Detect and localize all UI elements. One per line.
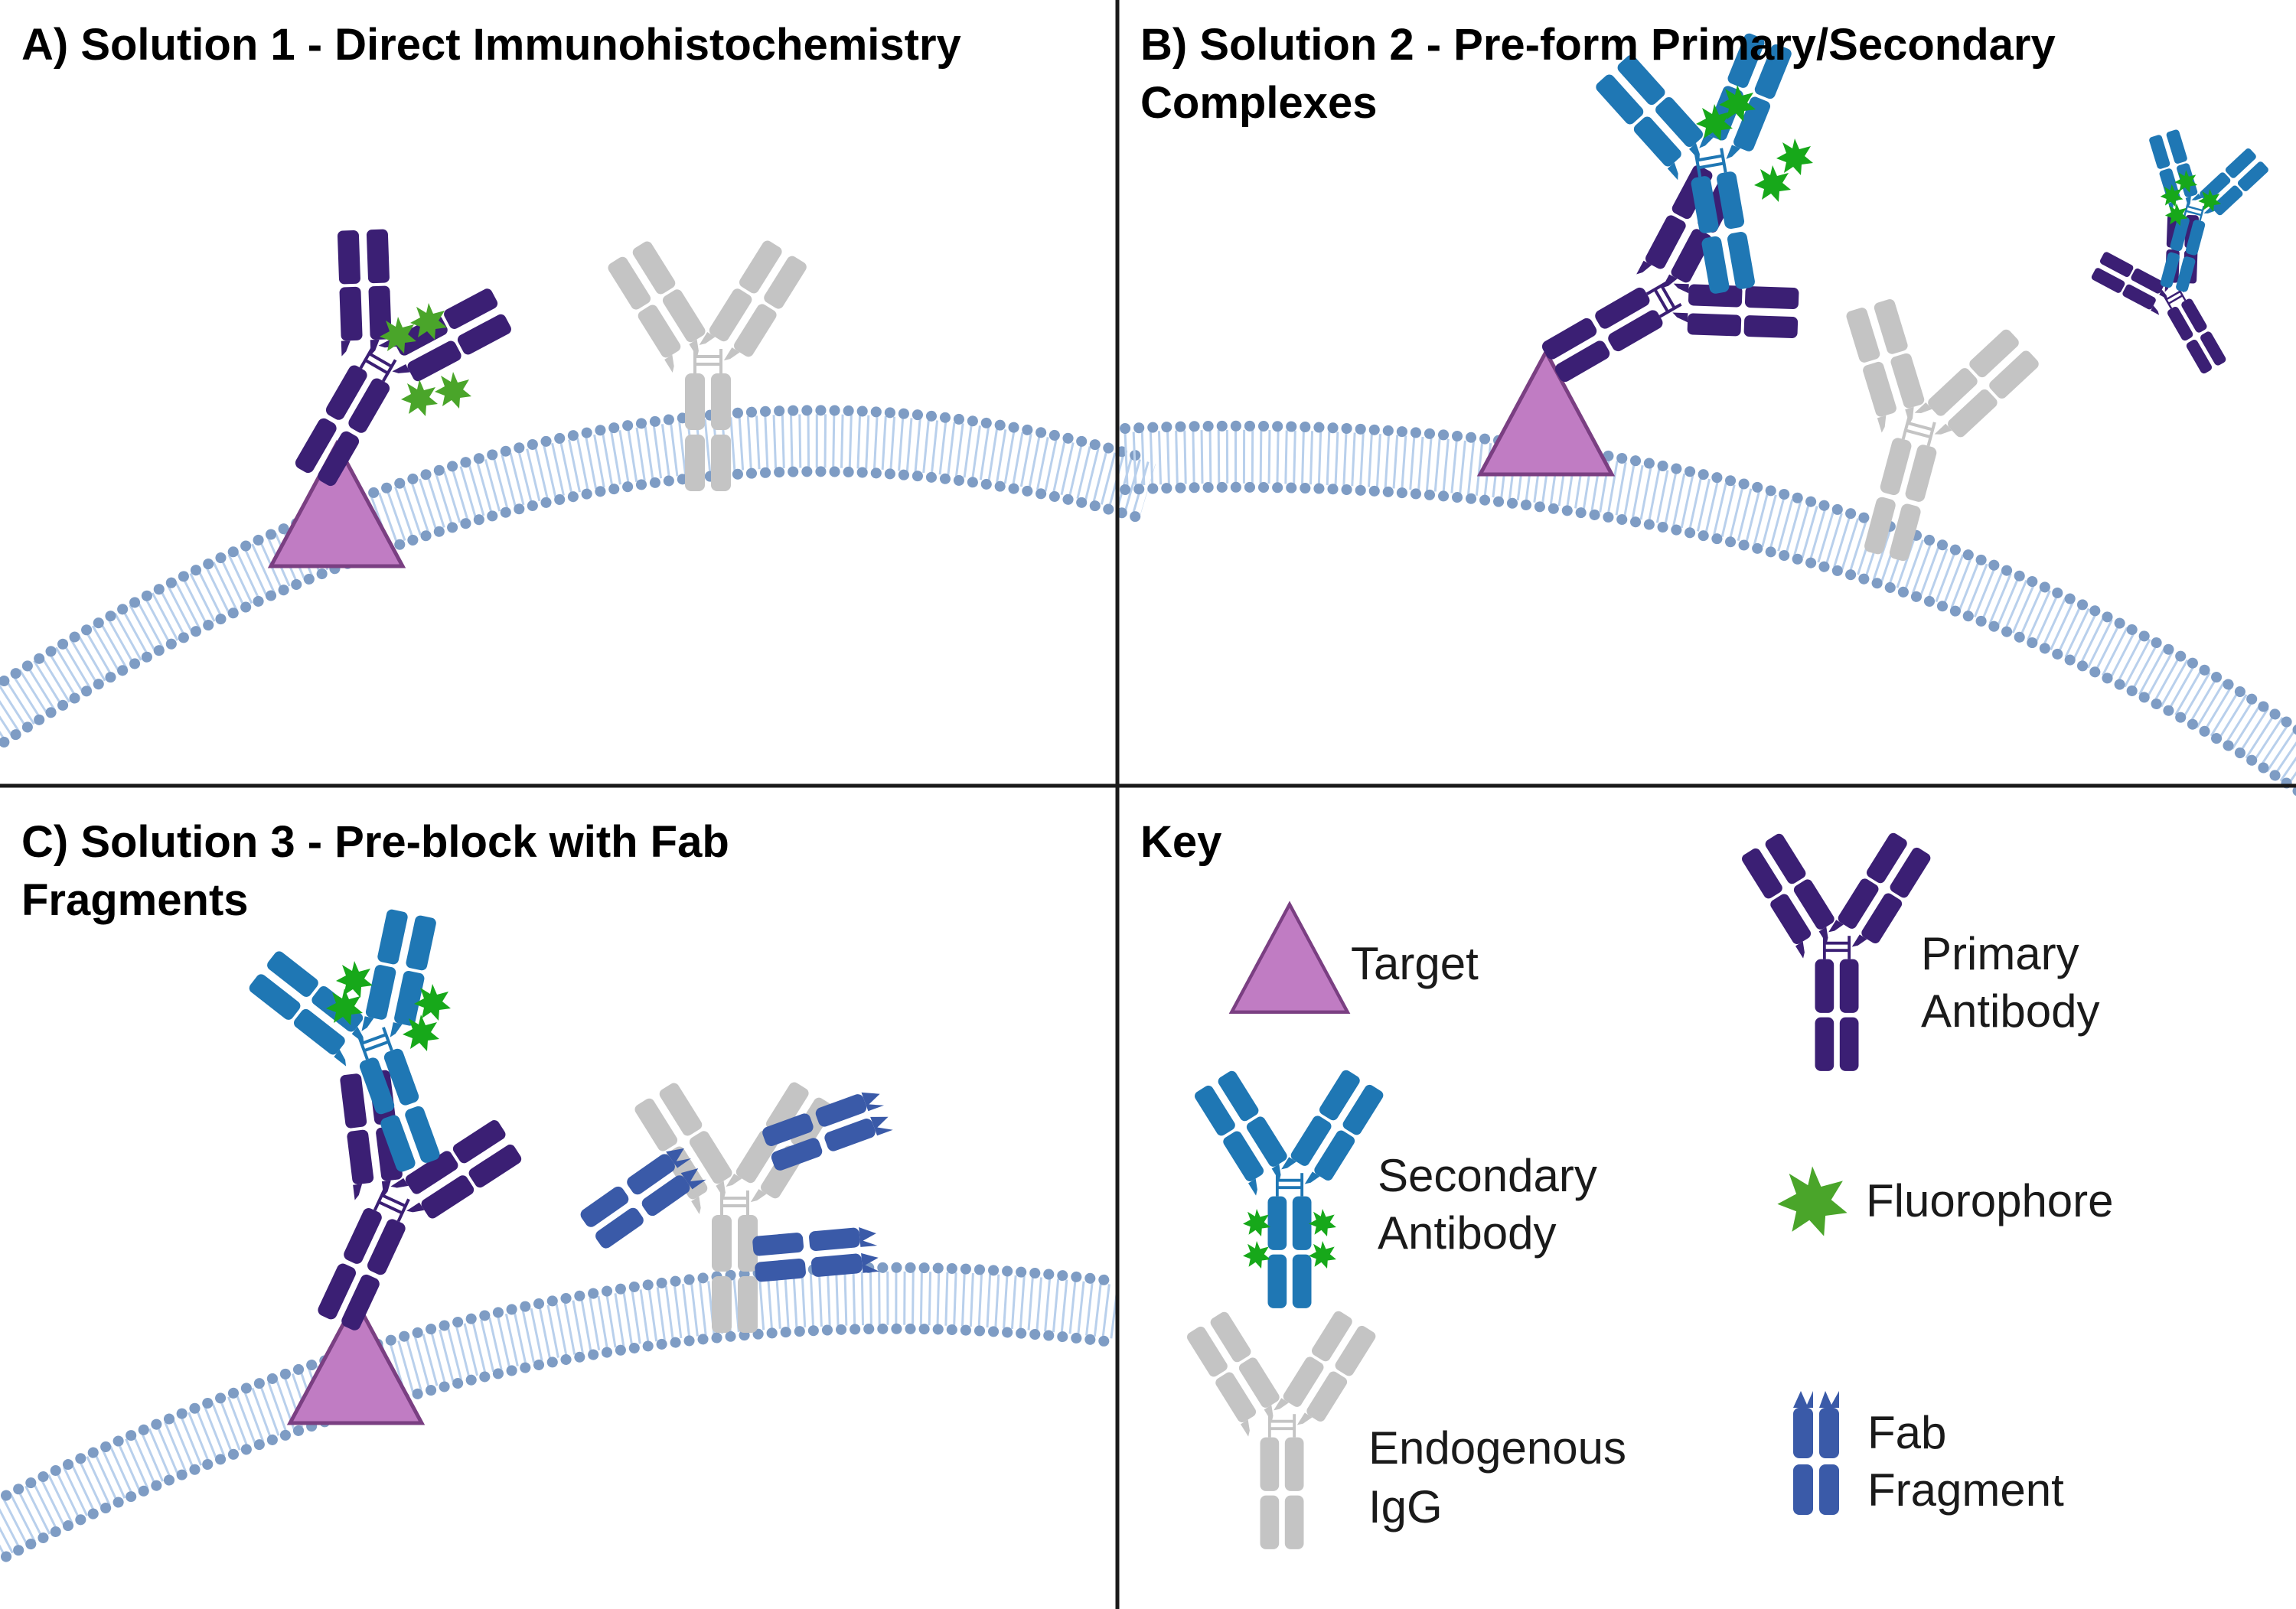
key-title: Key — [1140, 817, 1221, 867]
key-fab-label: Fab Fragment — [1867, 1407, 2064, 1516]
panel-b — [1480, 24, 2274, 582]
key-endogenous-label: Endogenous IgG — [1368, 1422, 1639, 1532]
membrane-panel-a — [0, 405, 1156, 751]
membrane-panel-b — [1120, 420, 2296, 796]
key-secondary-label: Secondary Antibody — [1378, 1150, 1610, 1259]
fab-fragments-c — [578, 1086, 893, 1282]
target-triangle-b — [1480, 352, 1612, 474]
key-primary-antibody-icon — [1740, 831, 1932, 1071]
key-primary-label: Primary Antibody — [1921, 928, 2100, 1037]
key-fluorophore-icon — [1777, 1166, 1848, 1236]
free-complex-b — [2082, 122, 2274, 399]
key-secondary-fluorophores — [1243, 1209, 1336, 1269]
panel-b-title: B) Solution 2 - Pre-form Primary/Seconda… — [1140, 20, 2068, 128]
key-target-label: Target — [1351, 938, 1479, 989]
key-secondary-antibody-icon — [1193, 1068, 1385, 1308]
panel-c-title: C) Solution 3 - Pre-block with Fab Fragm… — [21, 817, 742, 925]
panel-c — [238, 894, 893, 1423]
key-fluorophore-label: Fluorophore — [1866, 1175, 2114, 1226]
panel-a-title: A) Solution 1 - Direct Immunohistochemis… — [21, 20, 961, 70]
membrane-panel-c — [0, 1262, 1123, 1566]
key-target-icon — [1231, 904, 1347, 1012]
key-fab-fragment-icon — [1793, 1391, 1839, 1515]
key-endogenous-igg-icon — [1186, 1309, 1378, 1549]
